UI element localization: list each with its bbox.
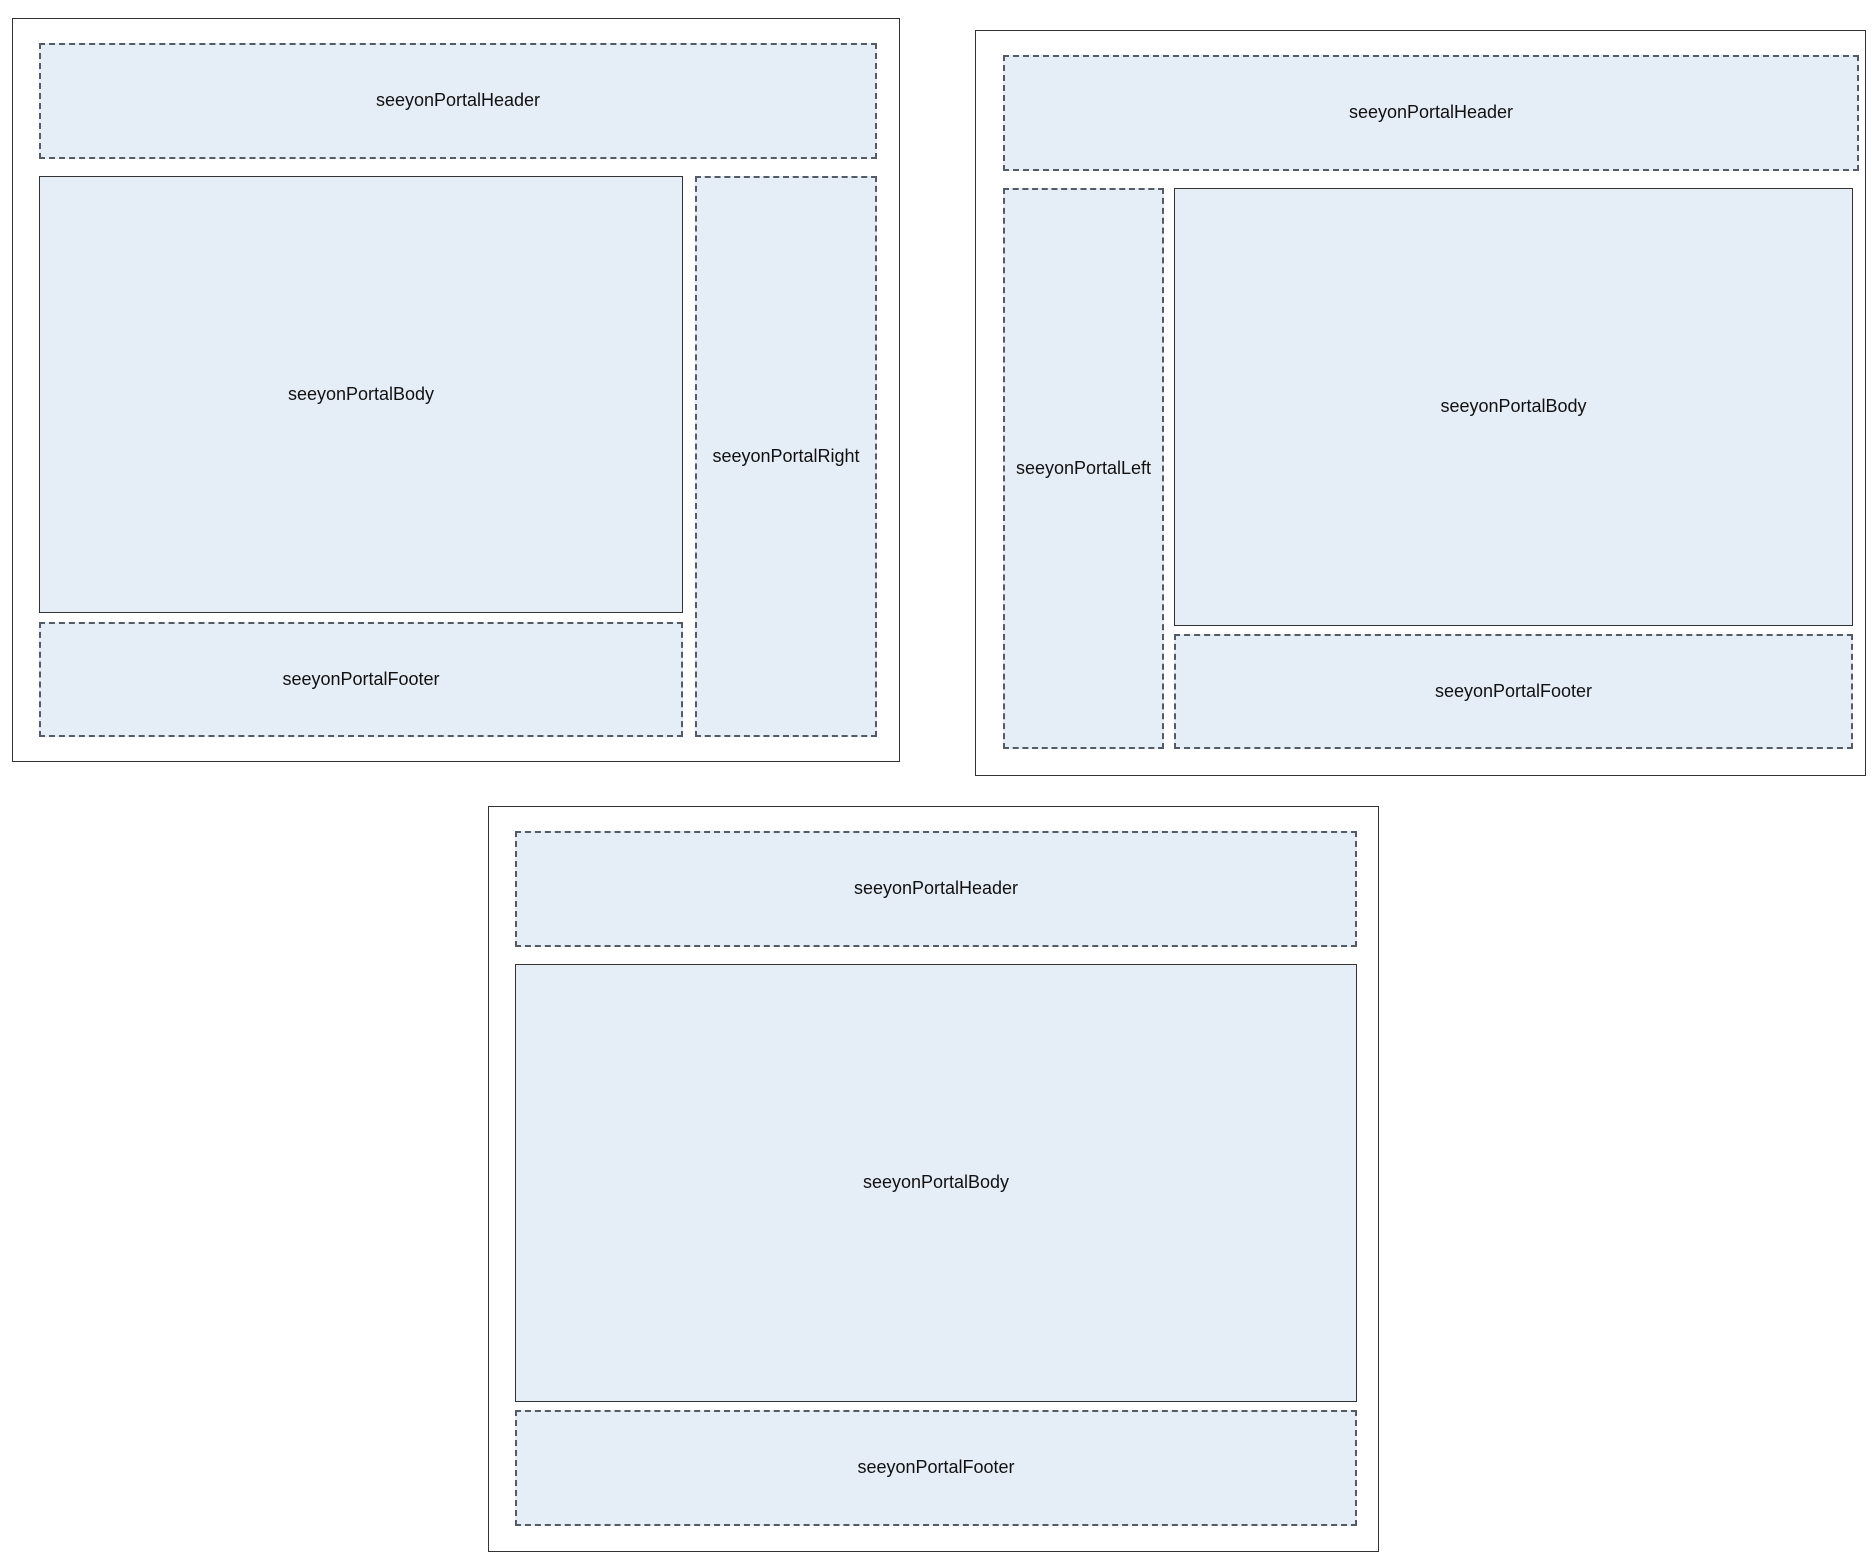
layout-body-only-frame: seeyonPortalHeader seeyonPortalBody seey…: [488, 806, 1379, 1552]
portal-right-region: seeyonPortalRight: [695, 176, 877, 737]
portal-body-region: seeyonPortalBody: [515, 964, 1357, 1402]
portal-left-region: seeyonPortalLeft: [1003, 188, 1164, 749]
portal-footer-region: seeyonPortalFooter: [39, 622, 683, 737]
portal-body-region: seeyonPortalBody: [39, 176, 683, 613]
portal-header-region: seeyonPortalHeader: [515, 831, 1357, 947]
portal-body-region: seeyonPortalBody: [1174, 188, 1853, 626]
portal-footer-region: seeyonPortalFooter: [515, 1410, 1357, 1526]
layout-left-body-frame: seeyonPortalHeader seeyonPortalLeft seey…: [975, 30, 1866, 776]
layout-body-right-frame: seeyonPortalHeader seeyonPortalBody seey…: [12, 18, 900, 762]
portal-header-region: seeyonPortalHeader: [1003, 55, 1859, 171]
portal-header-region: seeyonPortalHeader: [39, 43, 877, 159]
portal-footer-region: seeyonPortalFooter: [1174, 634, 1853, 749]
